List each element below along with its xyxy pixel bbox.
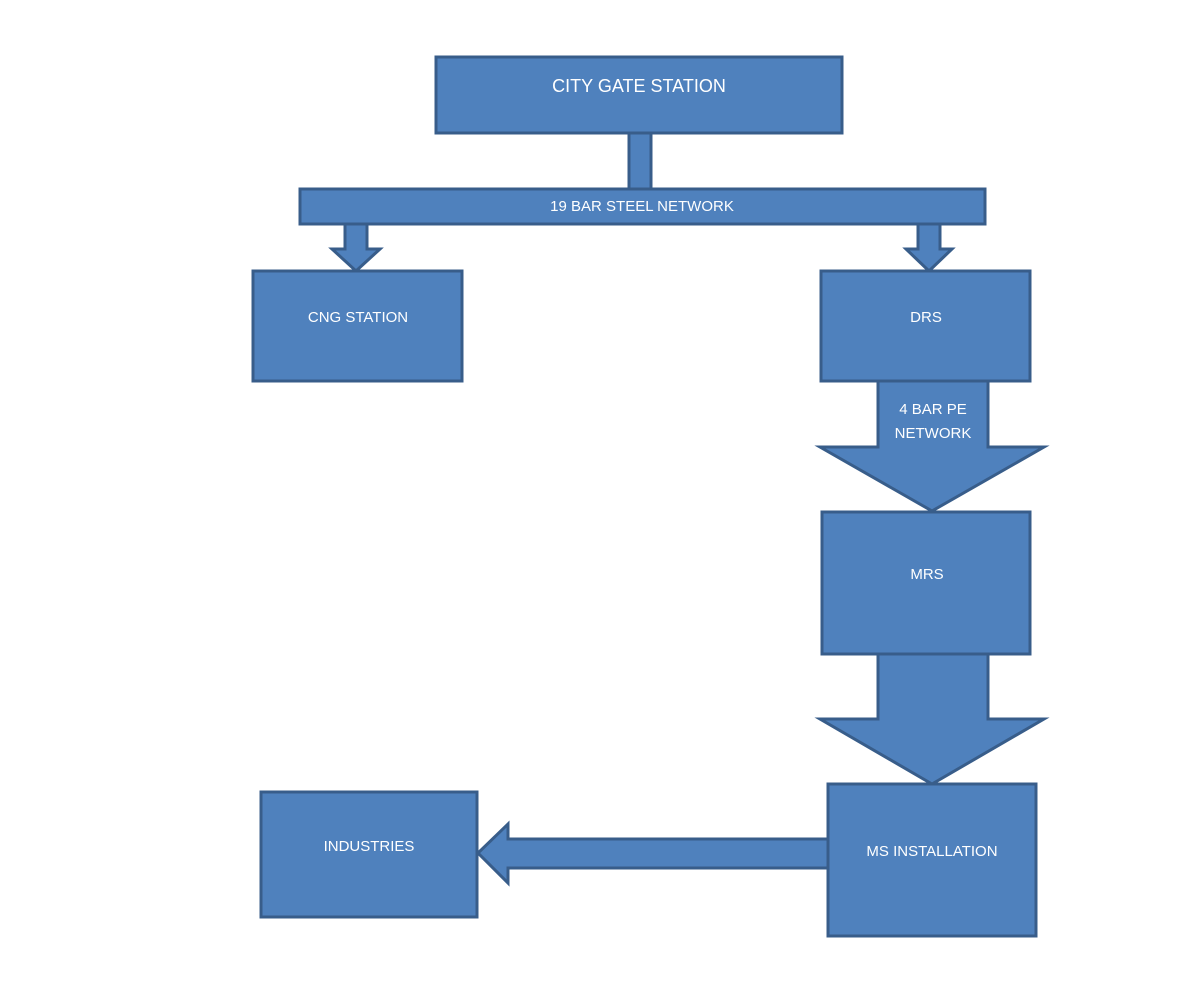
mrs-label: MRS [910,566,943,583]
arrow-to-cng-station [328,222,384,274]
ms-installation-label: MS INSTALLATION [866,843,997,860]
cng-station-node: CNG STATION [251,269,464,383]
pe-network-arrow: 4 BAR PE NETWORK [814,379,1050,513]
mrs-node: MRS [820,510,1032,656]
steel-network-label: 19 BAR STEEL NETWORK [550,198,734,215]
arrow-to-drs [902,222,956,274]
arrow-to-ms-installation [814,652,1050,786]
drs-label: DRS [910,309,942,326]
pe-network-label-line1: 4 BAR PE [899,401,967,418]
city-gate-connector [627,131,653,192]
industries-label: INDUSTRIES [324,838,415,855]
steel-network-bar: 19 BAR STEEL NETWORK [298,187,987,226]
cng-station-label: CNG STATION [308,309,408,326]
pe-network-label-line2: NETWORK [895,425,972,442]
city-gate-station-label: CITY GATE STATION [552,76,726,96]
city-gate-station-node: CITY GATE STATION [434,55,844,135]
ms-installation-node: MS INSTALLATION [826,782,1038,938]
arrow-to-industries [475,820,830,887]
drs-node: DRS [819,269,1032,383]
industries-node: INDUSTRIES [259,790,479,919]
